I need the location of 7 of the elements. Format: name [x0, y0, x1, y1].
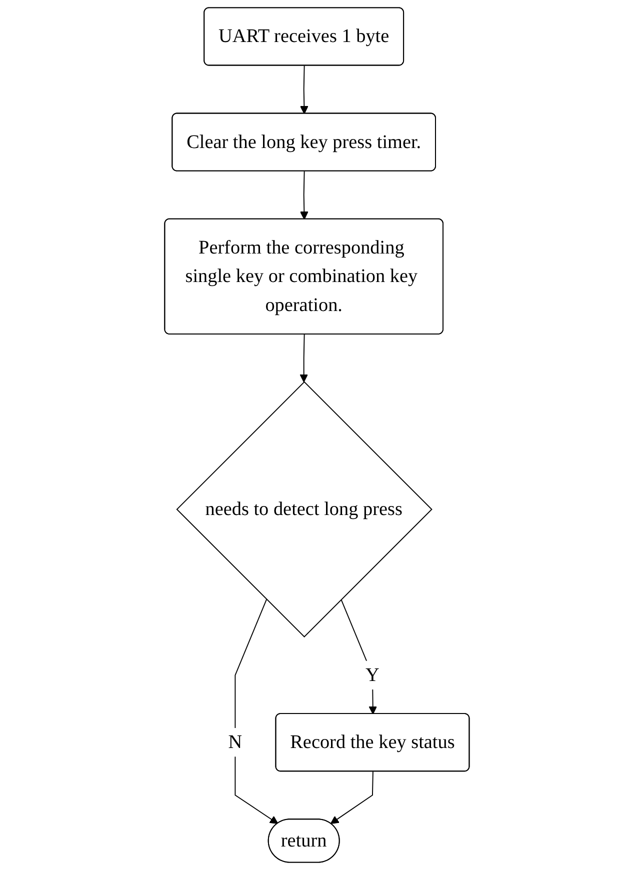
arrow: [330, 771, 374, 824]
node-diamond: needs to detect long press: [176, 381, 432, 638]
edge-label: N: [228, 732, 242, 753]
arrow: [300, 170, 308, 220]
edge-label: Y: [366, 664, 380, 686]
arrow: [300, 334, 308, 382]
arrow: [300, 65, 308, 114]
